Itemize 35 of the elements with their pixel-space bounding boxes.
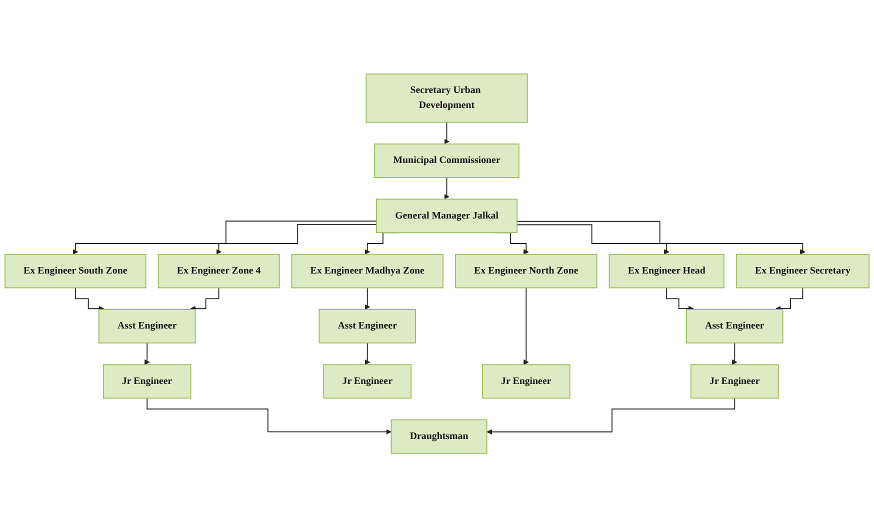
node-box bbox=[690, 364, 779, 398]
node-box bbox=[318, 308, 416, 344]
arrow bbox=[364, 342, 370, 365]
arrow bbox=[74, 287, 104, 312]
node-box bbox=[98, 308, 196, 344]
node-box bbox=[390, 419, 488, 454]
arrow bbox=[364, 287, 370, 310]
arrow bbox=[776, 287, 804, 312]
node-box bbox=[4, 254, 146, 288]
node-box bbox=[482, 364, 570, 398]
arrow bbox=[516, 220, 806, 254]
node-box bbox=[102, 364, 192, 398]
node-box bbox=[454, 254, 598, 288]
node-box bbox=[323, 364, 412, 398]
node-box bbox=[291, 254, 444, 288]
arrow bbox=[444, 176, 450, 200]
node-box bbox=[366, 73, 528, 123]
node-box bbox=[158, 254, 280, 288]
arrow bbox=[190, 287, 220, 312]
arrow bbox=[444, 122, 450, 144]
node-box bbox=[374, 143, 520, 178]
arrow bbox=[216, 224, 377, 254]
node-box bbox=[376, 198, 518, 233]
arrow bbox=[144, 342, 150, 365]
arrow bbox=[516, 224, 670, 254]
arrow bbox=[486, 398, 736, 434]
arrow bbox=[732, 342, 738, 365]
node-box bbox=[736, 254, 870, 288]
arrow bbox=[523, 287, 529, 365]
arrow bbox=[146, 398, 392, 434]
arrow bbox=[72, 220, 377, 254]
org-chart: Secretary Urban Development Municipal Commissioner General Manager Jalkal Ex Engineer South Zone Ex Engineer Zone 4 Ex Engineer Madhya Zone Ex Engineer North Zone Ex Engineer Head Ex Engineer Secretary Asst Engineer Asst Engineer Asst Engineer Jr Engineer Jr Engineer Jr Engineer Jr Engineer Draughtsman bbox=[0, 68, 874, 458]
node-box bbox=[608, 254, 724, 288]
arrow bbox=[666, 287, 694, 312]
node-box bbox=[686, 308, 784, 344]
